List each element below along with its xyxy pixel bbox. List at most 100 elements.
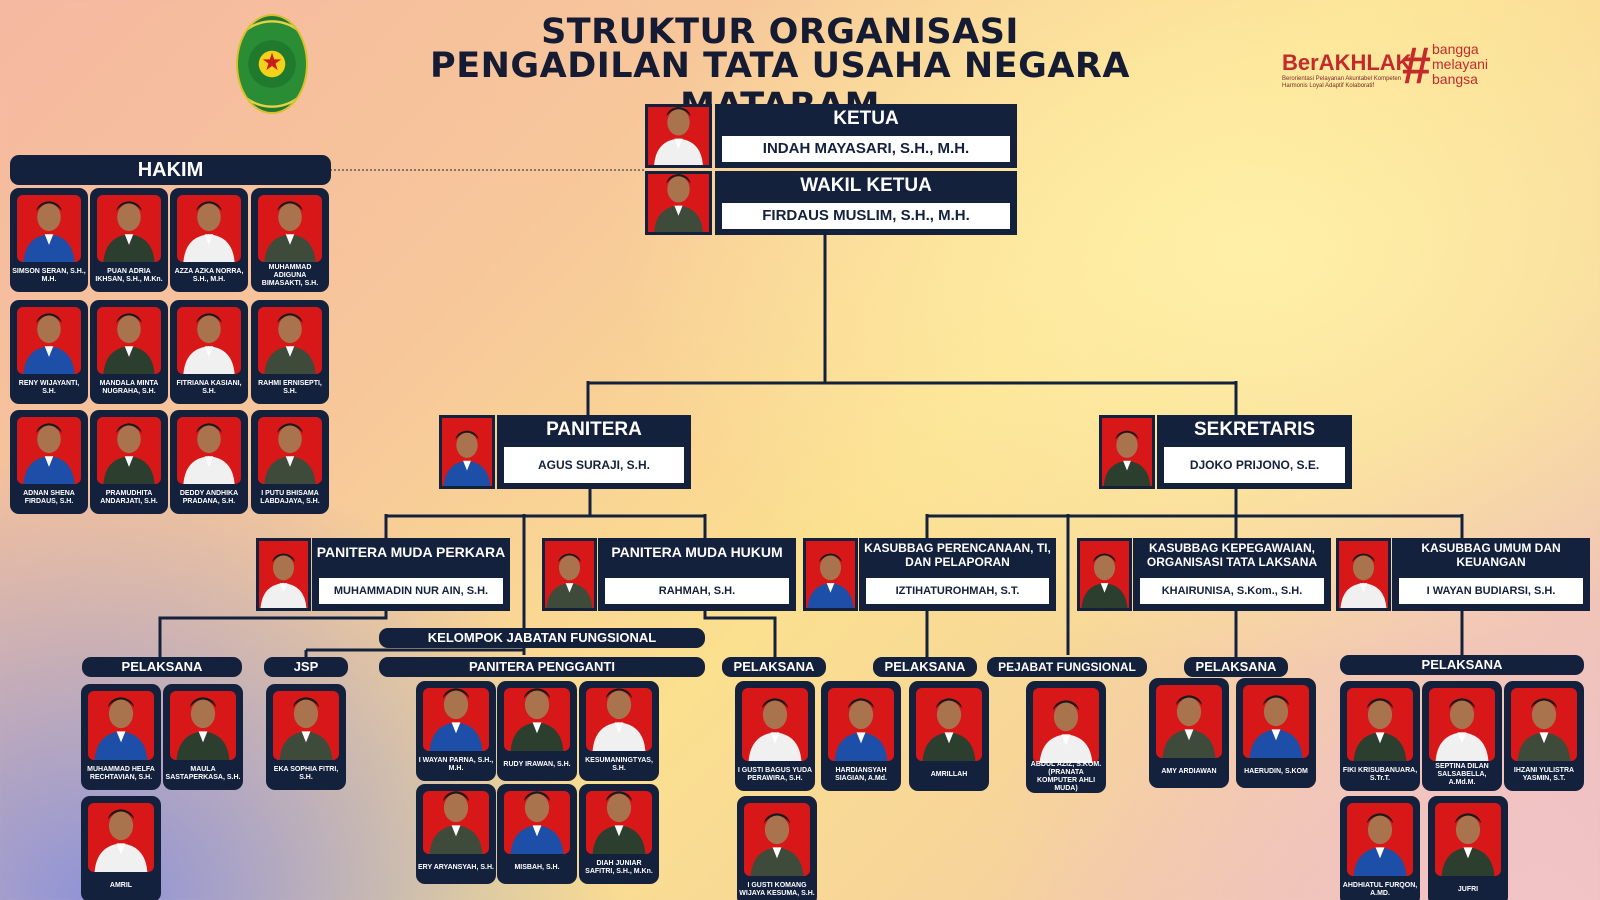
pm-hukum-box: PANITERA MUDA HUKUM RAHMAH, S.H. <box>542 538 796 611</box>
star-icon: ★ <box>261 48 283 76</box>
member-photo <box>586 688 652 751</box>
panitera-pengganti-member-card: KESUMANINGTYAS, S.H. <box>579 681 659 781</box>
pelaksana-ptip-member-card: AMRILLAH <box>909 681 989 791</box>
kasubbag-umum-name: I WAYAN BUDIARSI, S.H. <box>1399 578 1583 604</box>
hakim-member-card: MANDALA MINTA NUGRAHA, S.H. <box>90 300 168 404</box>
member-name: MUHAMMAD ADIGUNA BIMASAKTI, S.H. <box>261 264 319 287</box>
hakim-header: HAKIM <box>10 155 331 185</box>
member-name: I GUSTI BAGUS YUDA PERAWIRA, S.H. <box>737 767 813 782</box>
panitera-photo <box>439 415 495 489</box>
member-name: I PUTU BHISAMA LABDAJAYA, S.H. <box>260 490 320 505</box>
member-photo <box>828 688 894 761</box>
member-name: ADNAN SHENA FIRDAUS, S.H. <box>23 490 75 505</box>
member-photo <box>177 417 241 484</box>
kasubbag-umum-box: KASUBBAG UMUM DAN KEUANGAN I WAYAN BUDIA… <box>1336 538 1590 611</box>
panitera-pengganti-member-card: ERY ARYANSYAH, S.H. <box>416 784 496 884</box>
member-photo <box>177 307 241 374</box>
member-photo <box>1033 688 1099 763</box>
bangga-line3: bangsa <box>1432 71 1478 87</box>
kasubbag-kepeg-box: KASUBBAG KEPEGAWAIAN, ORGANISASI TATA LA… <box>1077 538 1331 611</box>
pm-hukum-name: RAHMAH, S.H. <box>605 578 789 604</box>
sekretaris-box: SEKRETARIS DJOKO PRIJONO, S.E. <box>1099 415 1352 489</box>
pelaksana-hukum-label: PELAKSANA <box>722 657 826 677</box>
member-photo <box>258 307 322 374</box>
bangga-line1: bangga <box>1432 41 1479 57</box>
sekretaris-photo <box>1099 415 1155 489</box>
pelaksana-hukum-member-card: I GUSTI BAGUS YUDA PERAWIRA, S.H. <box>735 681 815 791</box>
member-photo <box>97 195 161 262</box>
member-name: SIMSON SERAN, S.H., M.H. <box>12 268 86 283</box>
jsp-label: JSP <box>264 657 348 677</box>
pelaksana-perkara-member-card: MAULA SASTAPERKASA, S.H. <box>163 684 243 790</box>
member-photo <box>258 417 322 484</box>
member-photo <box>742 688 808 761</box>
member-photo <box>177 195 241 262</box>
member-photo <box>1347 803 1413 876</box>
kasubbag-ptip-name: IZTIHATUROHMAH, S.T. <box>866 578 1049 604</box>
pelaksana-perkara-member-card: AMRIL <box>81 796 161 900</box>
member-photo <box>916 688 982 761</box>
member-photo <box>17 195 81 262</box>
kjf-label: KELOMPOK JABATAN FUNGSIONAL <box>379 628 705 648</box>
pm-hukum-role: PANITERA MUDA HUKUM <box>611 544 783 560</box>
member-name: DIAH JUNIAR SAFITRI, S.H., M.Kn. <box>585 860 653 875</box>
hashtag-icon: # <box>1402 37 1431 95</box>
kasubbag-ptip-box: KASUBBAG PERENCANAAN, TI, DAN PELAPORAN … <box>803 538 1056 611</box>
member-name: EKA SOPHIA FITRI, S.H. <box>273 766 339 781</box>
member-photo <box>1511 688 1577 761</box>
member-name: ERY ARYANSYAH, S.H. <box>418 864 494 871</box>
ketua-name: INDAH MAYASARI, S.H., M.H. <box>722 136 1010 162</box>
kasubbag-kepeg-photo <box>1077 538 1132 611</box>
member-name: RENY WIJAYANTI, S.H. <box>18 380 80 395</box>
member-photo <box>1429 688 1495 761</box>
ketua-box: KETUA INDAH MAYASARI, S.H., M.H. <box>645 104 1017 168</box>
kasubbag-ptip-role: KASUBBAG PERENCANAAN, TI, DAN PELAPORAN <box>864 541 1051 569</box>
hakim-member-card: SIMSON SERAN, S.H., M.H. <box>10 188 88 292</box>
pelaksana-kepeg-label: PELAKSANA <box>1184 657 1288 677</box>
member-name: HAERUDIN, S.KOM <box>1244 768 1308 775</box>
hakim-member-card: FITRIANA KASIANI, S.H. <box>170 300 248 404</box>
sekretaris-role: SEKRETARIS <box>1193 419 1316 440</box>
hakim-member-card: ADNAN SHENA FIRDAUS, S.H. <box>10 410 88 514</box>
page-title-line1: STRUKTUR ORGANISASI <box>541 12 1019 52</box>
ketua-role: KETUA <box>833 108 899 129</box>
pelaksana-umum-member-card: JUFRI <box>1428 796 1508 900</box>
member-name: MANDALA MINTA NUGRAHA, S.H. <box>99 380 159 395</box>
ketua-photo <box>645 104 712 168</box>
member-photo <box>273 691 339 760</box>
member-name: SEPTINA DILAN SALSABELLA, A.Md.M. <box>1435 763 1489 786</box>
member-name: MAULA SASTAPERKASA, S.H. <box>165 766 241 781</box>
member-name: MUHAMMAD HELFA RECHTAVIAN, S.H. <box>87 766 155 781</box>
berakhlak-logo: BerAKHLAK Berorientasi Pelayanan Akuntab… <box>1282 50 1412 90</box>
wakil-ketua-name: FIRDAUS MUSLIM, S.H., M.H. <box>722 203 1010 229</box>
member-name: I WAYAN PARNA, S.H., M.H. <box>418 757 494 772</box>
court-emblem-icon <box>236 14 308 114</box>
pelaksana-kepeg-member-card: HAERUDIN, S.KOM <box>1236 678 1316 788</box>
hakim-member-card: RAHMI ERNISEPTI, S.H. <box>251 300 329 404</box>
member-name: AMRILLAH <box>930 771 968 778</box>
kasubbag-umum-role: KASUBBAG UMUM DAN KEUANGAN <box>1421 541 1561 569</box>
member-name: AHDHIATUL FURQON, A.MD. <box>1342 882 1418 897</box>
member-photo <box>1435 803 1501 876</box>
member-name: RUDY IRAWAN, S.H. <box>503 761 571 768</box>
jsp-member-card: EKA SOPHIA FITRI, S.H. <box>266 684 346 790</box>
hakim-member-card: PRAMUDHITA ANDARJATI, S.H. <box>90 410 168 514</box>
member-photo <box>504 791 570 854</box>
kasubbag-kepeg-name: KHAIRUNISA, S.Kom., S.H. <box>1140 578 1324 604</box>
member-photo <box>97 417 161 484</box>
wakil-ketua-box: WAKIL KETUA FIRDAUS MUSLIM, S.H., M.H. <box>645 171 1017 235</box>
pelaksana-umum-member-card: SEPTINA DILAN SALSABELLA, A.Md.M. <box>1422 681 1502 791</box>
pejabat-fungsional-label: PEJABAT FUNGSIONAL <box>987 657 1147 677</box>
member-photo <box>1243 685 1309 758</box>
bangga-melayani-logo: bangga melayani bangsa <box>1432 42 1488 87</box>
panitera-pengganti-member-card: I WAYAN PARNA, S.H., M.H. <box>416 681 496 781</box>
panitera-role: PANITERA <box>546 419 642 440</box>
member-photo <box>423 688 489 751</box>
member-photo <box>88 803 154 872</box>
member-name: ABDUL AZIZ, S.KOM. (PRANATA KOMPUTER AHL… <box>1030 761 1102 792</box>
member-name: AMRIL <box>109 882 133 889</box>
bangga-line2: melayani <box>1432 56 1489 72</box>
member-name: AZZA AZKA NORRA, S.H., M.H. <box>174 268 244 283</box>
pelaksana-kepeg-member-card: AMY ARDIAWAN <box>1149 678 1229 788</box>
